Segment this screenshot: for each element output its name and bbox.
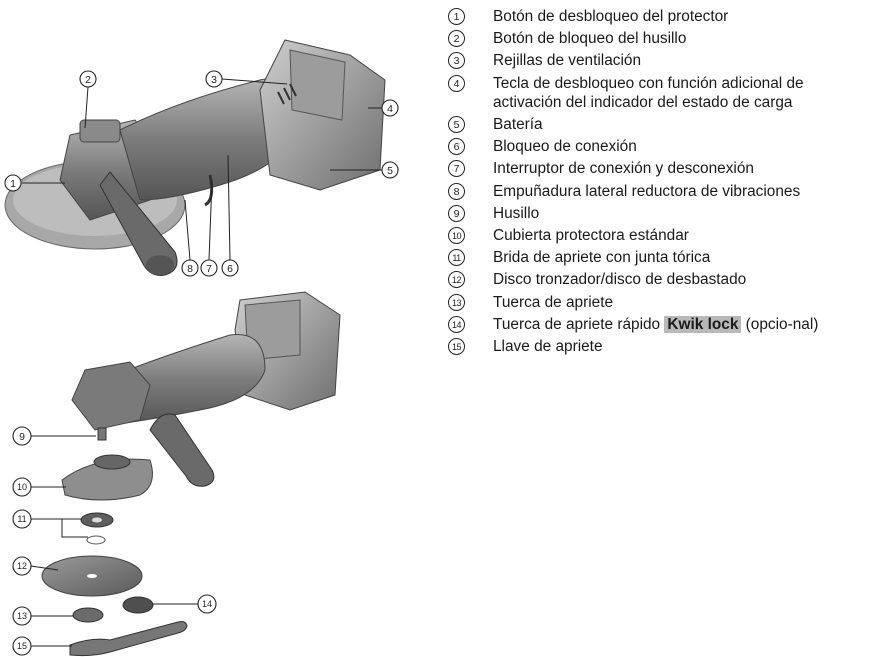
callout-4 [381,99,399,117]
svg-text:9: 9 [19,431,25,443]
callout-8 [181,259,199,277]
svg-text:8: 8 [187,263,193,275]
callout-13 [12,606,32,626]
callout-15 [12,636,32,656]
callout-1 [4,174,22,192]
svg-text:6: 6 [227,263,233,275]
callout-9 [12,426,32,446]
svg-text:14: 14 [202,599,212,609]
svg-text:7: 7 [206,263,212,275]
svg-text:10: 10 [17,482,27,492]
grinder-exploded [41,291,341,657]
svg-text:1: 1 [10,178,16,190]
angle-grinder-illustration: 1 2 3 4 5 8 7 6 9 10 [4,39,399,657]
svg-text:5: 5 [387,165,393,177]
callout-6 [221,259,239,277]
svg-text:4: 4 [387,103,393,115]
callout-10 [12,477,32,497]
svg-text:2: 2 [85,74,91,86]
callout-5 [381,161,399,179]
callouts: 1 2 3 4 5 8 7 6 9 10 [4,70,399,656]
kwik-lock-highlight: Kwik lock [664,315,742,333]
svg-text:15: 15 [17,641,27,651]
svg-text:12: 12 [17,561,27,571]
grinder-top [4,39,386,276]
svg-text:13: 13 [17,611,27,621]
svg-text:11: 11 [17,514,26,524]
callout-12 [12,556,32,576]
callout-14 [197,594,217,614]
callout-11 [12,509,32,529]
callout-7 [200,259,218,277]
callout-3 [205,70,223,88]
callout-2 [79,70,97,88]
svg-text:3: 3 [211,74,217,86]
